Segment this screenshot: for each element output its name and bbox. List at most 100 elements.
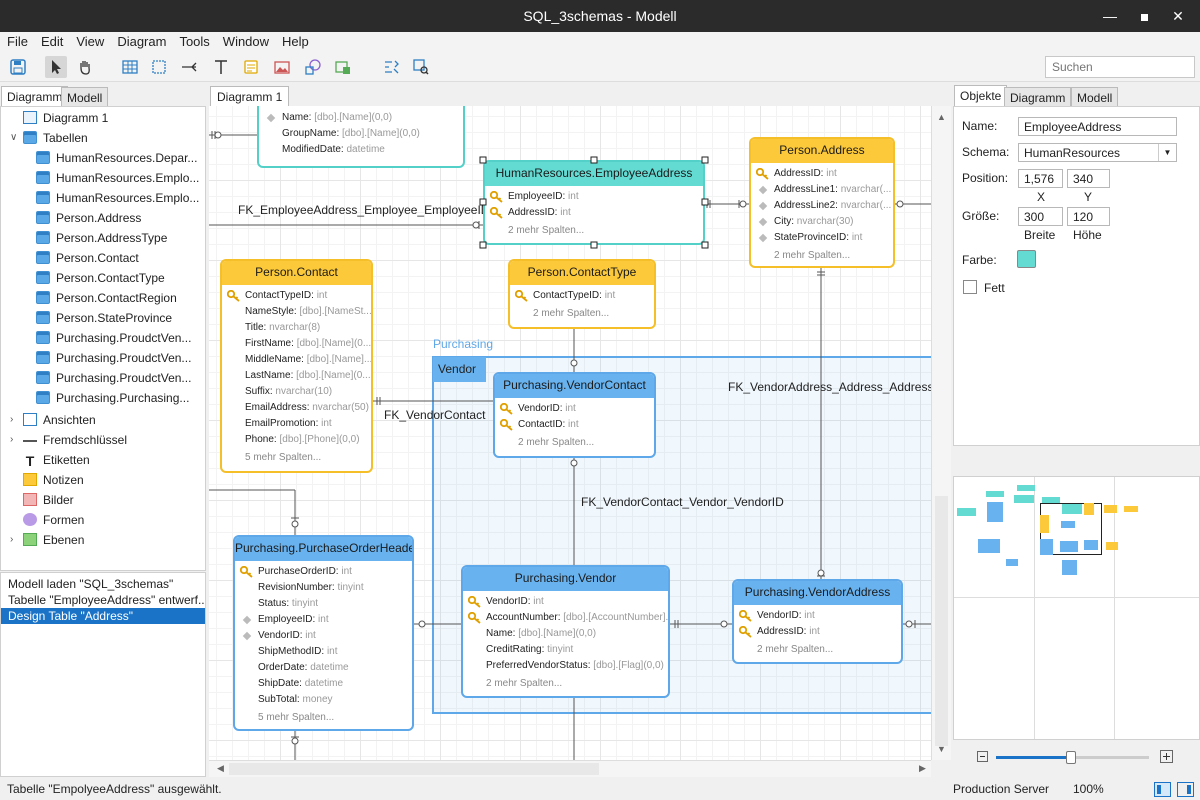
minimize-button[interactable]: — <box>1103 8 1117 24</box>
save-icon[interactable] <box>7 56 29 78</box>
pointer-icon[interactable] <box>45 56 67 78</box>
tree-item-ansichten[interactable]: Ansichten <box>23 410 96 430</box>
entity-person-contact[interactable]: Person.Contact ContactTypeID: int NameSt… <box>220 259 373 473</box>
menu-edit[interactable]: Edit <box>40 34 64 49</box>
column-row[interactable]: ContactID: int <box>495 417 654 433</box>
column-row[interactable]: Name: [dbo].[Name](0,0) <box>259 110 463 126</box>
more-columns[interactable]: 2 mehr Spalten... <box>518 437 595 448</box>
tree-item-table[interactable]: Person.Address <box>36 208 141 228</box>
column-row[interactable]: MiddleName: [dbo].[Name]... <box>245 354 371 365</box>
column-row[interactable]: NameStyle: [dbo].[NameSt... <box>245 306 371 317</box>
column-row[interactable]: VendorID: int <box>734 608 901 624</box>
menu-diagram[interactable]: Diagram <box>117 34 167 49</box>
selection-handles[interactable] <box>479 156 709 250</box>
fk-label[interactable]: FK_EmployeeAddress_Employee_EmployeeID <box>238 203 490 217</box>
tab-left-diagramm[interactable]: Diagramm <box>1 86 69 107</box>
column-row[interactable]: Title: nvarchar(8) <box>245 322 321 333</box>
tree-item-table[interactable]: Person.Contact <box>36 248 139 268</box>
column-row[interactable]: EmailAddress: nvarchar(50) <box>245 402 369 413</box>
zoom-in-icon[interactable] <box>1160 750 1173 763</box>
entity-person-contact-type[interactable]: Person.ContactType ContactTypeID: int 2 … <box>508 259 656 329</box>
position-x-field[interactable]: 1,576 <box>1018 169 1063 188</box>
tree-item-table[interactable]: HumanResources.Emplo... <box>36 188 199 208</box>
entity-purchasing-vendor[interactable]: Purchasing.Vendor VendorID: int AccountN… <box>461 565 670 698</box>
tree-item-notizen[interactable]: Notizen <box>23 470 84 490</box>
scroll-right-icon[interactable]: ▶ <box>919 763 926 773</box>
menu-window[interactable]: Window <box>222 34 270 49</box>
more-columns[interactable]: 2 mehr Spalten... <box>757 644 834 655</box>
close-button[interactable]: ✕ <box>1172 8 1184 24</box>
column-row[interactable]: EmployeeID: int <box>485 189 703 205</box>
more-columns[interactable]: 5 mehr Spalten... <box>258 712 335 723</box>
entity-person-address[interactable]: Person.Address AddressID: int AddressLin… <box>749 137 895 268</box>
column-row[interactable]: ContactTypeID: int <box>510 288 654 304</box>
zoom-out-icon[interactable] <box>977 751 988 762</box>
diagram-canvas[interactable]: Purchasing Vendor FK_Em <box>209 106 931 760</box>
column-row[interactable]: AddressID: int <box>485 205 703 221</box>
tab-diagramm1[interactable]: Diagramm 1 <box>210 86 290 107</box>
column-row[interactable]: VendorID: int <box>463 594 668 610</box>
schema-select[interactable]: HumanResources▼ <box>1018 143 1177 162</box>
tree-item-table[interactable]: HumanResources.Emplo... <box>36 168 199 188</box>
column-row[interactable]: Suffix: nvarchar(10) <box>245 386 333 397</box>
menu-file[interactable]: File <box>7 34 28 49</box>
tree-item-ebenen[interactable]: Ebenen <box>23 530 84 550</box>
entity-vendor-contact[interactable]: Purchasing.VendorContact VendorID: int C… <box>493 372 656 458</box>
tab-objekte[interactable]: Objekte <box>954 85 1008 106</box>
table-tool-icon[interactable] <box>119 56 141 78</box>
menu-help[interactable]: Help <box>282 34 309 49</box>
log-item[interactable]: Tabelle "EmployeeAddress" entwerf... <box>8 593 205 607</box>
column-row[interactable]: ModifiedDate: datetime <box>282 144 385 155</box>
zoom-slider-handle[interactable] <box>1066 751 1076 764</box>
tree-item-table[interactable]: Purchasing.ProudctVen... <box>36 368 191 388</box>
chevron-right-icon[interactable]: › <box>10 434 14 445</box>
more-columns[interactable]: 5 mehr Spalten... <box>245 452 322 463</box>
color-swatch[interactable] <box>1017 250 1036 268</box>
layout-right-panel-icon[interactable] <box>1177 782 1194 797</box>
entity-purchase-order-header[interactable]: Purchasing.PurchaseOrderHeader PurchaseO… <box>233 535 414 731</box>
hand-icon[interactable] <box>74 56 96 78</box>
more-columns[interactable]: 2 mehr Spalten... <box>508 225 585 236</box>
column-row[interactable]: ShipDate: datetime <box>258 678 344 689</box>
auto-layout-icon[interactable] <box>380 56 402 78</box>
position-y-field[interactable]: 340 <box>1067 169 1110 188</box>
tree-item-table[interactable]: Purchasing.Purchasing... <box>36 388 189 408</box>
entity-vendor-address[interactable]: Purchasing.VendorAddress VendorID: int A… <box>732 579 903 664</box>
more-columns[interactable]: 2 mehr Spalten... <box>533 308 610 319</box>
tree-item-formen[interactable]: Formen <box>23 510 84 530</box>
shape-tool-icon[interactable] <box>302 56 324 78</box>
column-row[interactable]: LastName: [dbo].[Name](0... <box>245 370 371 381</box>
menu-tools[interactable]: Tools <box>179 34 210 49</box>
more-columns[interactable]: 2 mehr Spalten... <box>486 678 563 689</box>
fk-label[interactable]: FK_VendorContact_Vendor_VendorID <box>581 495 784 509</box>
tree-item-diagramm1[interactable]: Diagramm 1 <box>23 108 108 128</box>
zoom-fit-icon[interactable] <box>410 56 432 78</box>
scroll-down-icon[interactable]: ▼ <box>937 744 946 754</box>
tree-item-table[interactable]: Person.AddressType <box>36 228 167 248</box>
column-row[interactable]: EmployeeID: int <box>235 612 412 628</box>
scrollbar-thumb[interactable] <box>935 496 948 746</box>
image-tool-icon[interactable] <box>271 56 293 78</box>
chevron-right-icon[interactable]: › <box>10 534 14 545</box>
column-row[interactable]: AddressID: int <box>751 166 893 182</box>
tree-item-table[interactable]: Person.StateProvince <box>36 308 172 328</box>
chevron-down-icon[interactable]: ∨ <box>10 132 18 143</box>
column-row[interactable]: ContactTypeID: int <box>222 288 371 304</box>
column-row[interactable]: Name: [dbo].[Name](0,0) <box>486 628 597 639</box>
tab-diagramm[interactable]: Diagramm <box>1004 87 1072 108</box>
column-row[interactable]: Status: tinyint <box>258 598 319 609</box>
column-row[interactable]: StateProvinceID: int <box>751 230 893 246</box>
scroll-left-icon[interactable]: ◀ <box>217 763 224 773</box>
search-input[interactable] <box>1045 56 1195 78</box>
column-row[interactable]: AddressLine2: nvarchar(... <box>751 198 893 214</box>
maximize-button[interactable] <box>1130 6 1158 26</box>
column-row[interactable]: FirstName: [dbo].[Name](0... <box>245 338 371 349</box>
menu-view[interactable]: View <box>76 34 105 49</box>
bold-checkbox[interactable] <box>963 280 977 294</box>
column-row[interactable]: VendorID: int <box>495 401 654 417</box>
tree-item-tabellen[interactable]: Tabellen <box>23 128 88 148</box>
tree-item-table[interactable]: HumanResources.Depar... <box>36 148 197 168</box>
column-row[interactable]: GroupName: [dbo].[Name](0,0) <box>282 128 420 139</box>
tab-modell[interactable]: Modell <box>1071 87 1119 108</box>
